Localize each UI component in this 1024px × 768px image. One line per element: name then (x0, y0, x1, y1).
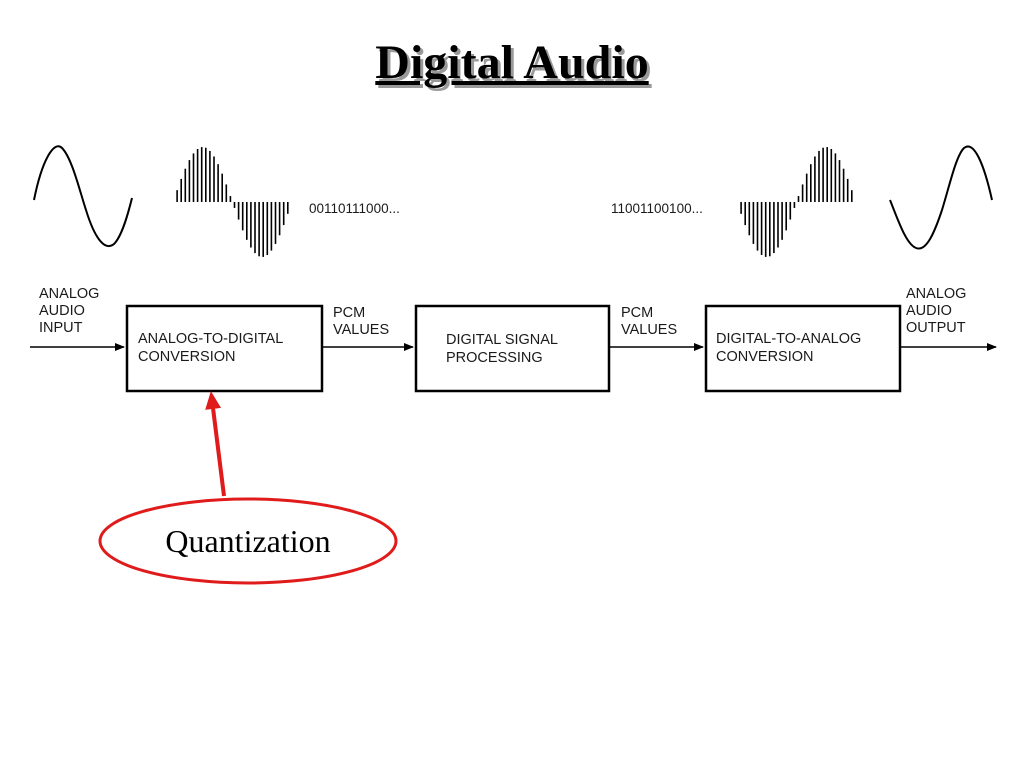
svg-text:PCM: PCM (333, 305, 365, 321)
slide-title: Digital Audio (375, 36, 649, 89)
dac-block: DIGITAL-TO-ANALOG CONVERSION (704, 304, 902, 393)
svg-text:ANALOG: ANALOG (906, 286, 966, 302)
svg-text:PCM: PCM (621, 305, 653, 321)
dsp-block: DIGITAL SIGNAL PROCESSING (414, 304, 611, 393)
svg-text:AUDIO: AUDIO (39, 303, 85, 319)
pcm-values-label-2: PCM VALUES (621, 305, 677, 338)
bitstream-output-text: 11001100100... (611, 201, 703, 216)
svg-text:OUTPUT: OUTPUT (906, 320, 966, 336)
bitstream-input-text: 00110111000... (309, 201, 400, 216)
pcm-values-label-1: PCM VALUES (333, 305, 389, 338)
sampled-input-waveform (176, 147, 289, 257)
svg-text:ANALOG: ANALOG (39, 286, 99, 302)
quantization-pointer-arrow (205, 391, 226, 497)
quantization-callout: Quantization (98, 497, 398, 585)
analog-output-waveform (889, 145, 993, 250)
sampled-output-waveform (740, 147, 853, 257)
analog-audio-input-label: ANALOG AUDIO INPUT (39, 286, 99, 336)
svg-text:DIGITAL SIGNAL: DIGITAL SIGNAL (446, 332, 558, 348)
svg-text:CONVERSION: CONVERSION (716, 349, 814, 365)
svg-text:DIGITAL-TO-ANALOG: DIGITAL-TO-ANALOG (716, 331, 861, 347)
svg-text:VALUES: VALUES (621, 322, 677, 338)
svg-text:ANALOG-TO-DIGITAL: ANALOG-TO-DIGITAL (138, 331, 283, 347)
svg-text:VALUES: VALUES (333, 322, 389, 338)
analog-input-waveform (33, 145, 133, 247)
adc-block: ANALOG-TO-DIGITAL CONVERSION (125, 304, 324, 393)
analog-audio-output-label: ANALOG AUDIO OUTPUT (906, 286, 966, 336)
svg-text:AUDIO: AUDIO (906, 303, 952, 319)
quantization-label: Quantization (165, 523, 330, 559)
svg-text:CONVERSION: CONVERSION (138, 349, 236, 365)
svg-text:PROCESSING: PROCESSING (446, 350, 543, 366)
svg-text:INPUT: INPUT (39, 320, 83, 336)
